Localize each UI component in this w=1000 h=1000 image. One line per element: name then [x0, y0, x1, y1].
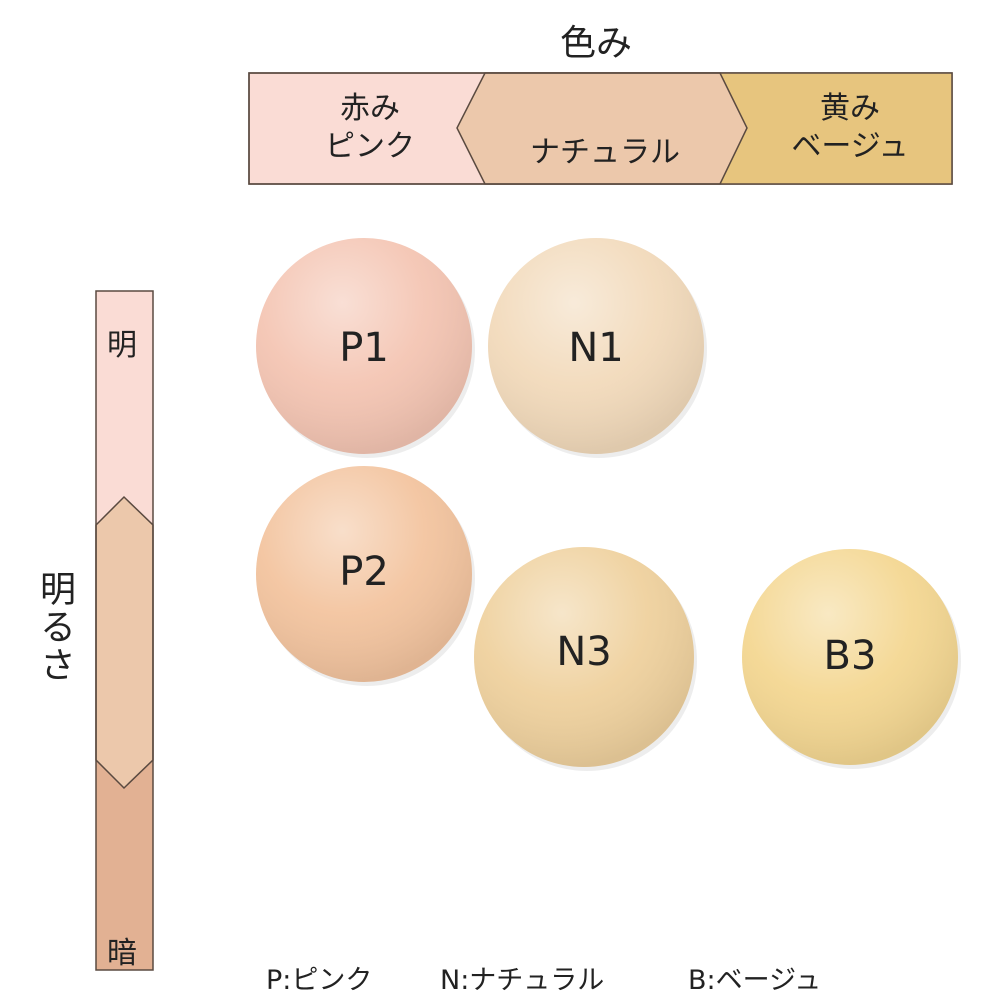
brightness-segment-medium	[95, 495, 154, 790]
swatch-highlight	[256, 466, 472, 682]
swatch-label-n3: N3	[556, 629, 612, 675]
hue-label-beige-line2: ベージュ	[791, 129, 909, 164]
hue-label-pink: 赤み ピンク	[300, 90, 440, 166]
swatch-highlight	[474, 547, 694, 767]
hue-label-beige-line1: 黄み	[820, 91, 880, 126]
hue-axis-title: 色み	[560, 23, 633, 64]
swatch-label-p2: P2	[339, 549, 389, 595]
swatch-label-p1: P1	[339, 325, 389, 371]
legend-pink: P:ピンク	[266, 965, 373, 996]
hue-label-natural: ナチュラル	[530, 135, 680, 170]
swatch-highlight	[256, 238, 472, 454]
hue-segment-beige	[720, 73, 952, 184]
swatch-highlight	[488, 238, 704, 454]
brightness-bottom-label: 暗	[107, 936, 137, 971]
swatch-label-n1: N1	[568, 325, 624, 371]
swatch-highlight	[742, 549, 958, 765]
legend-natural: N:ナチュラル	[440, 965, 605, 996]
legend-beige: B:ベージュ	[688, 965, 822, 996]
hue-label-beige: 黄み ベージュ	[770, 90, 930, 166]
brightness-axis-title: 明るさ	[34, 570, 75, 684]
brightness-segment-dark	[96, 760, 153, 970]
brightness-bar-border	[95, 290, 154, 971]
swatch-label-b3: B3	[823, 633, 877, 679]
hue-bar-border	[248, 72, 953, 185]
brightness-top-label: 明	[107, 328, 137, 363]
hue-label-pink-line1: 赤み	[340, 91, 400, 126]
hue-label-pink-line2: ピンク	[325, 129, 415, 164]
